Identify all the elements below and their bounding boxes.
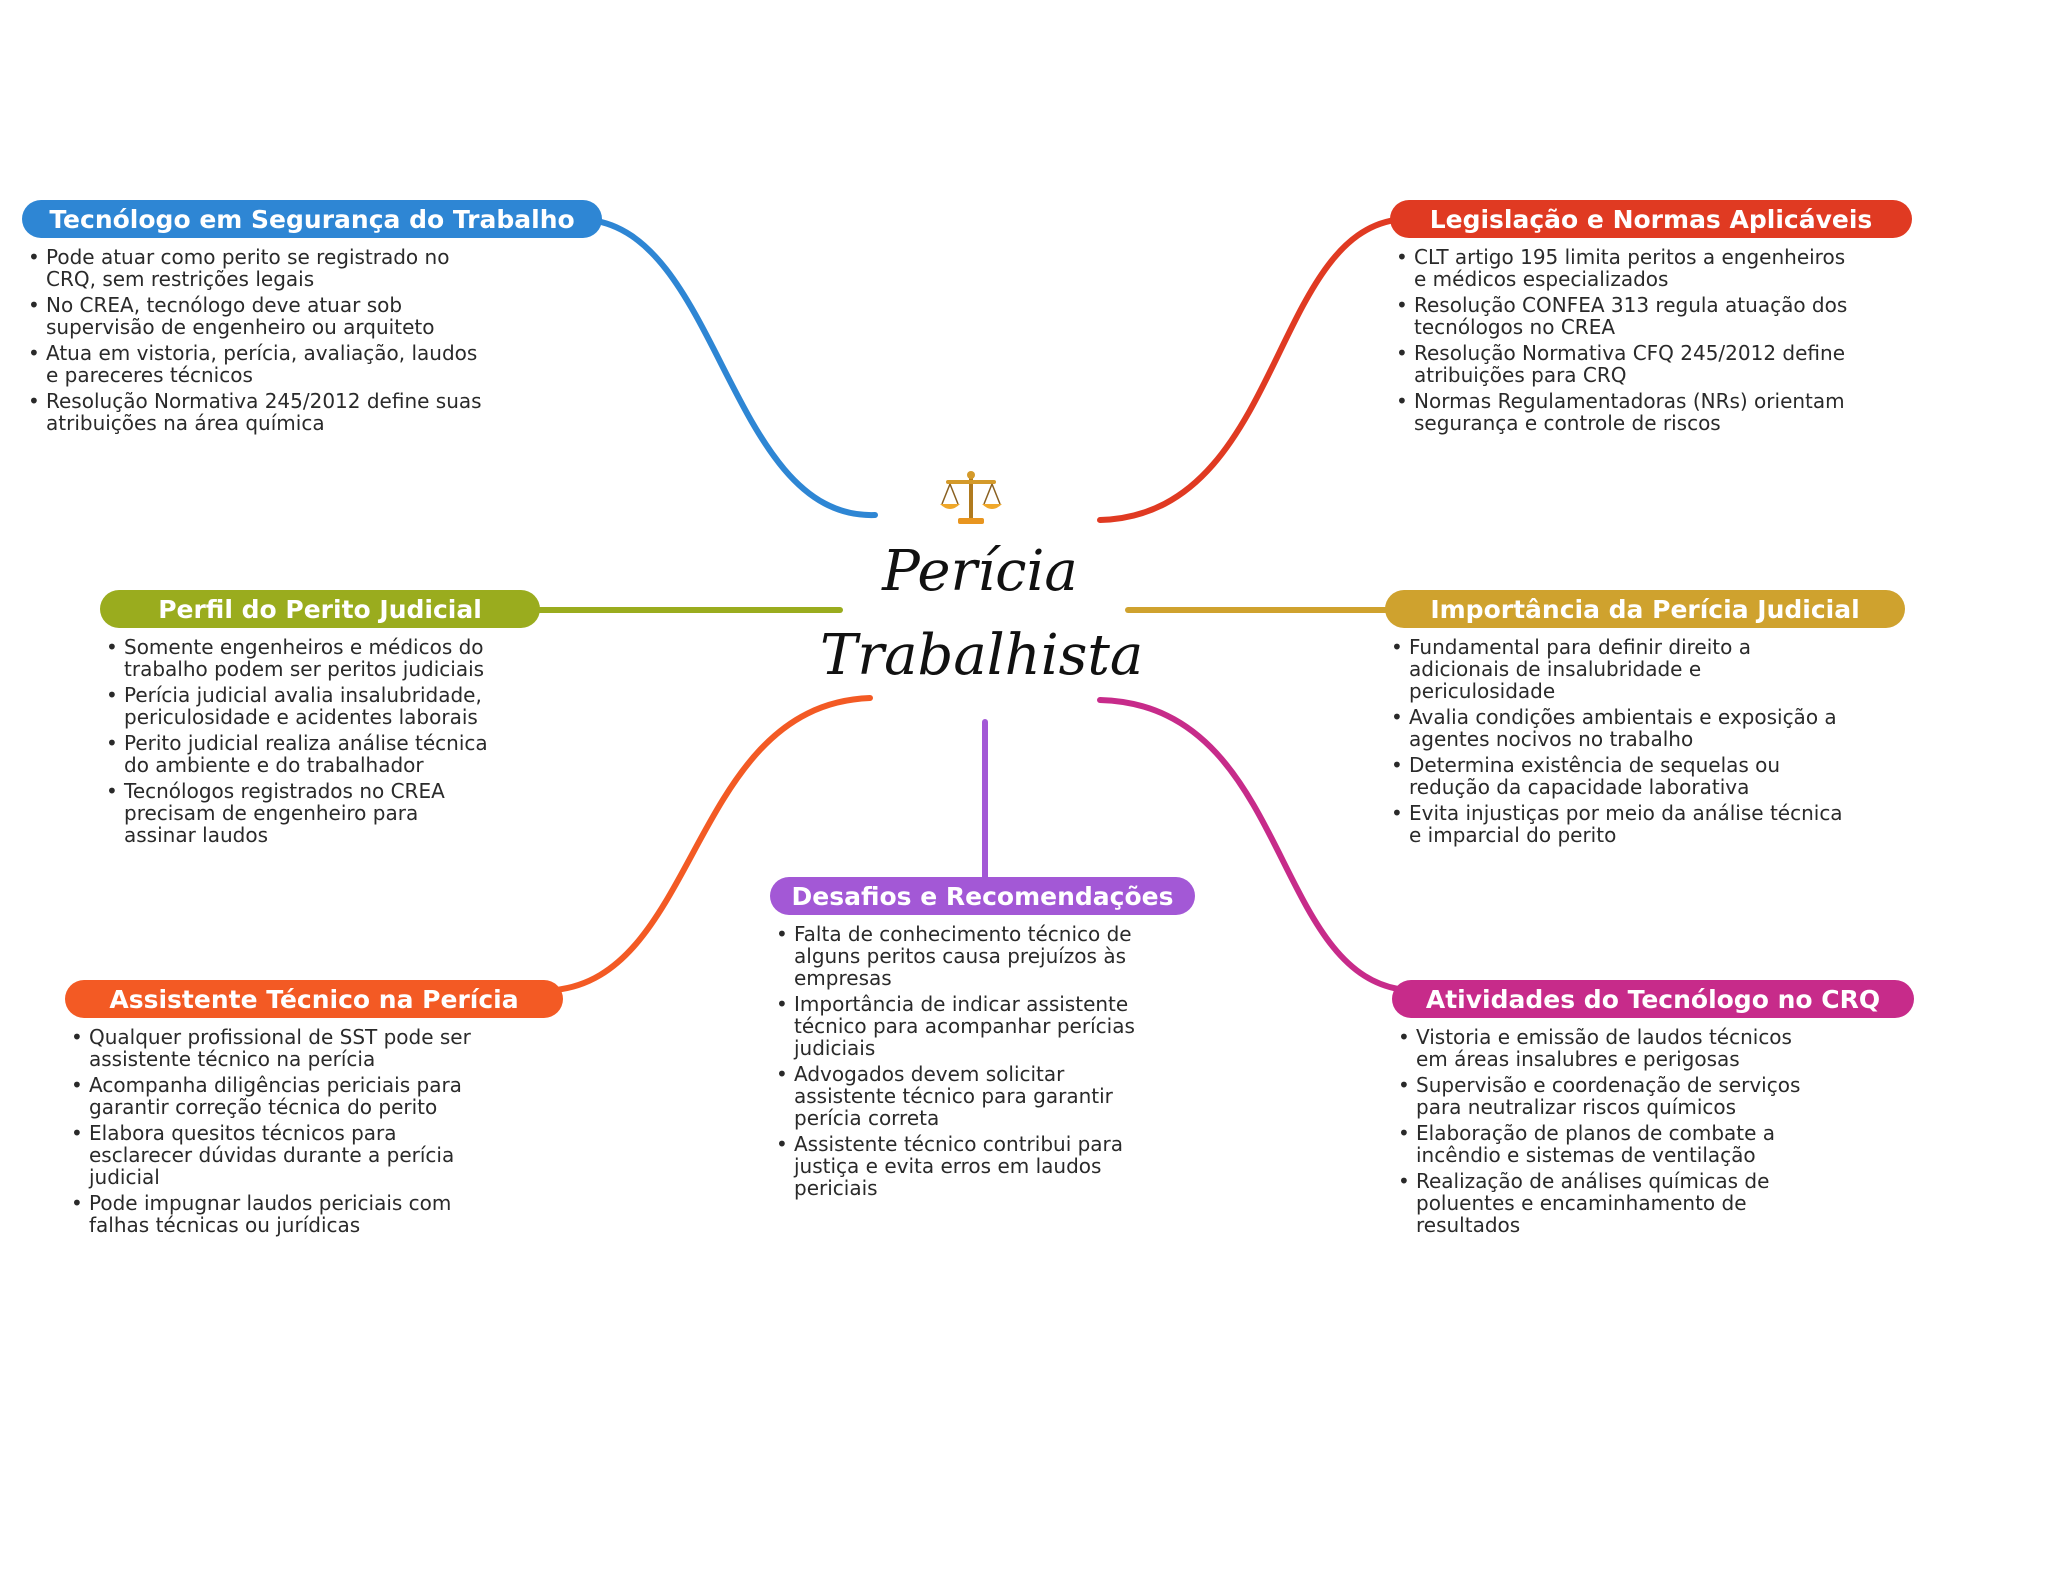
branch-assistente: Assistente Técnico na Perícia Qualquer p… (65, 980, 563, 1240)
branch-items: Vistoria e emissão de laudos técnicos em… (1392, 1026, 1822, 1236)
list-item: Perito judicial realiza análise técnica … (100, 732, 495, 776)
branch-items: Somente engenheiros e médicos do trabalh… (100, 636, 495, 846)
connector-atividades (1097, 697, 1408, 993)
branch-items: Qualquer profissional de SST pode ser as… (65, 1026, 485, 1236)
list-item: Acompanha diligências periciais para gar… (65, 1074, 485, 1118)
branch-title-pill: Desafios e Recomendações (770, 877, 1195, 915)
list-item: Resolução CONFEA 313 regula atuação dos … (1390, 294, 1860, 338)
branch-title-pill: Perfil do Perito Judicial (100, 590, 540, 628)
central-topic: Perícia Trabalhista (820, 530, 1144, 698)
branch-atividades: Atividades do Tecnólogo no CRQ Vistoria … (1392, 980, 1914, 1240)
list-item: Assistente técnico contribui para justiç… (770, 1133, 1165, 1199)
branch-title: Atividades do Tecnólogo no CRQ (1425, 984, 1881, 1014)
list-item: Normas Regulamentadoras (NRs) orientam s… (1390, 390, 1860, 434)
connector-assistente (552, 695, 873, 993)
central-title-line1: Perícia (882, 539, 1078, 604)
branch-title-pill: Tecnólogo em Segurança do Trabalho (22, 200, 602, 238)
branch-legislacao: Legislação e Normas Aplicáveis CLT artig… (1390, 200, 1912, 438)
branch-title: Legislação e Normas Aplicáveis (1429, 204, 1873, 234)
connector-legislacao (1097, 217, 1398, 523)
list-item: Determina existência de sequelas ou redu… (1385, 754, 1845, 798)
branch-title: Importância da Perícia Judicial (1430, 594, 1860, 624)
list-item: Elaboração de planos de combate a incênd… (1392, 1122, 1822, 1166)
branch-tecnologo: Tecnólogo em Segurança do Trabalho Pode … (22, 200, 602, 438)
branch-importancia: Importância da Perícia Judicial Fundamen… (1385, 590, 1905, 850)
list-item: Supervisão e coordenação de serviços par… (1392, 1074, 1822, 1118)
branch-items: CLT artigo 195 limita peritos a engenhei… (1390, 246, 1860, 434)
branch-title: Desafios e Recomendações (791, 881, 1174, 911)
list-item: Advogados devem solicitar assistente téc… (770, 1063, 1165, 1129)
list-item: Pode atuar como perito se registrado no … (22, 246, 482, 290)
list-item: Perícia judicial avalia insalubridade, p… (100, 684, 495, 728)
branch-title-pill: Assistente Técnico na Perícia (65, 980, 563, 1018)
branch-title: Perfil do Perito Judicial (158, 594, 482, 624)
branch-title-pill: Importância da Perícia Judicial (1385, 590, 1905, 628)
central-title-line2: Trabalhista (820, 623, 1144, 688)
list-item: Atua em vistoria, perícia, avaliação, la… (22, 342, 482, 386)
branch-items: Falta de conhecimento técnico de alguns … (770, 923, 1165, 1199)
branch-perfil: Perfil do Perito Judicial Somente engenh… (100, 590, 540, 850)
list-item: Evita injustiças por meio da análise téc… (1385, 802, 1845, 846)
branch-title: Assistente Técnico na Perícia (109, 984, 519, 1014)
branch-items: Pode atuar como perito se registrado no … (22, 246, 482, 434)
balance-scale-icon (940, 471, 1002, 524)
list-item: Elabora quesitos técnicos para esclarece… (65, 1122, 485, 1188)
branch-title: Tecnólogo em Segurança do Trabalho (49, 204, 575, 234)
list-item: Resolução Normativa CFQ 245/2012 define … (1390, 342, 1860, 386)
branch-title-pill: Legislação e Normas Aplicáveis (1390, 200, 1912, 238)
list-item: Falta de conhecimento técnico de alguns … (770, 923, 1165, 989)
branch-desafios: Desafios e Recomendações Falta de conhec… (770, 877, 1195, 1203)
list-item: No CREA, tecnólogo deve atuar sob superv… (22, 294, 482, 338)
list-item: Importância de indicar assistente técnic… (770, 993, 1165, 1059)
list-item: Somente engenheiros e médicos do trabalh… (100, 636, 495, 680)
list-item: CLT artigo 195 limita peritos a engenhei… (1390, 246, 1860, 290)
list-item: Fundamental para definir direito a adici… (1385, 636, 1845, 702)
list-item: Avalia condições ambientais e exposição … (1385, 706, 1845, 750)
branch-items: Fundamental para definir direito a adici… (1385, 636, 1845, 846)
branch-title-pill: Atividades do Tecnólogo no CRQ (1392, 980, 1914, 1018)
list-item: Pode impugnar laudos periciais com falha… (65, 1192, 485, 1236)
list-item: Vistoria e emissão de laudos técnicos em… (1392, 1026, 1822, 1070)
list-item: Realização de análises químicas de polue… (1392, 1170, 1822, 1236)
connector-tecnologo (587, 217, 878, 519)
list-item: Resolução Normativa 245/2012 define suas… (22, 390, 482, 434)
list-item: Tecnólogos registrados no CREA precisam … (100, 780, 495, 846)
list-item: Qualquer profissional de SST pode ser as… (65, 1026, 485, 1070)
